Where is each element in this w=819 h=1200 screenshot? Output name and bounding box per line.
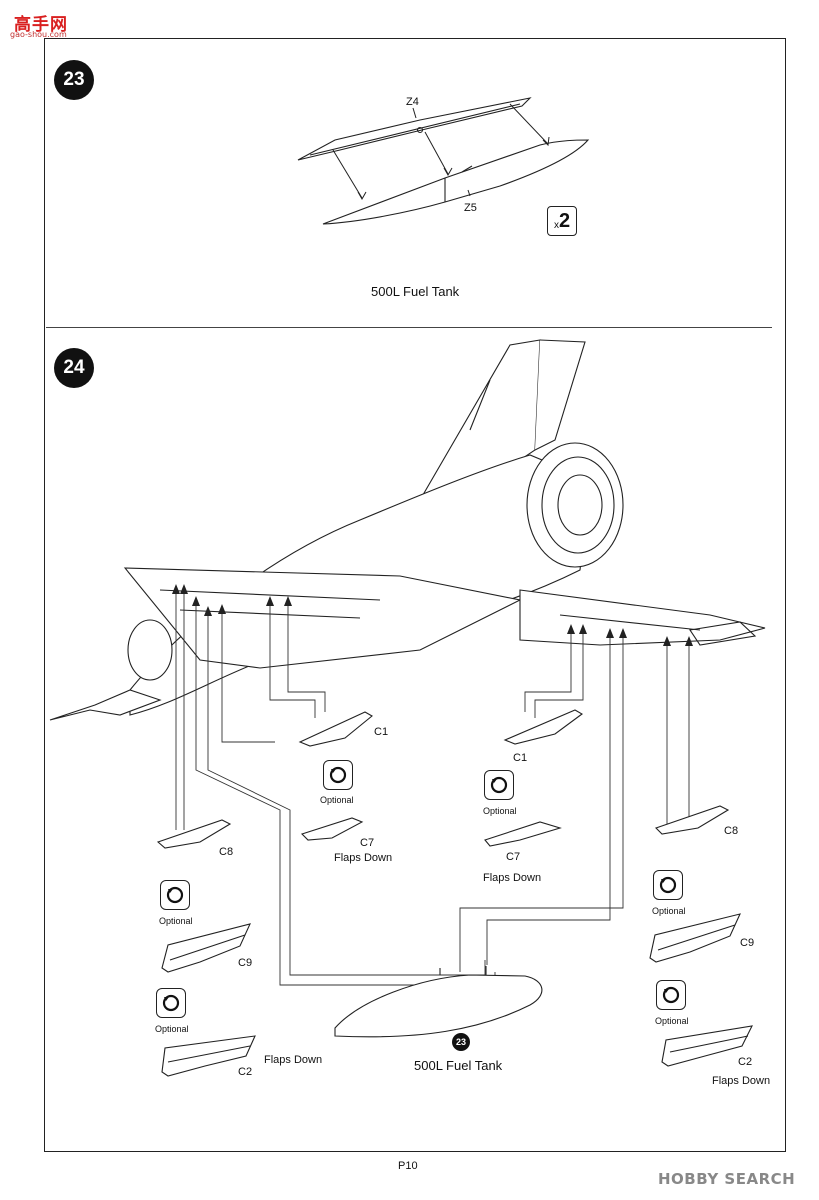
part-c9-left [161, 923, 251, 973]
part-c1-right [503, 709, 584, 745]
page-frame [44, 38, 786, 1152]
part-label-c1-left: C1 [374, 726, 389, 738]
part-label-c8-right: C8 [724, 825, 739, 837]
part-label-c1-right: C1 [513, 752, 528, 764]
site-logo-url: gao-shou.com [10, 30, 67, 39]
optional-label: Optional [320, 795, 354, 805]
part-label-c2-left: C2 [238, 1066, 253, 1078]
flaps-down-label: Flaps Down [334, 852, 393, 864]
part-c2-right [661, 1025, 753, 1067]
part-c7-right [484, 821, 562, 847]
quantity-prefix: x [553, 219, 559, 231]
part-c1-left [298, 711, 373, 747]
part-label-c7-left: C7 [360, 837, 375, 849]
optional-rotate-icon [656, 980, 686, 1010]
step-23-caption: 500L Fuel Tank [371, 284, 460, 299]
part-c8-right [654, 805, 730, 835]
part-c8-left [156, 819, 232, 849]
step-24-tank-caption: 500L Fuel Tank [414, 1058, 503, 1073]
hobby-search-watermark: HOBBY SEARCH [658, 1170, 796, 1188]
part-c9-right [649, 913, 741, 963]
part-label-z4: Z4 [406, 96, 419, 108]
fuel-tank-step24 [334, 966, 543, 1038]
part-label-z5: Z5 [464, 202, 477, 214]
optional-rotate-icon [484, 770, 514, 800]
step-23-reference-badge: 23 [452, 1033, 470, 1051]
flaps-down-label: Flaps Down [483, 872, 542, 884]
fuel-tank-z5 [322, 139, 590, 225]
site-logo-text: 高手网 [14, 15, 68, 35]
step-divider [46, 327, 772, 328]
flaps-down-label: Flaps Down [264, 1054, 323, 1066]
page-number: P10 [398, 1160, 418, 1172]
optional-label: Optional [652, 906, 686, 916]
site-logo: 高手网 gao-shou.com [4, 4, 114, 39]
part-c7-left [300, 817, 364, 841]
part-label-c2-right: C2 [738, 1056, 753, 1068]
flaps-down-label: Flaps Down [712, 1075, 771, 1087]
optional-rotate-icon [160, 880, 190, 910]
optional-label: Optional [483, 806, 517, 816]
part-label-c9-left: C9 [238, 957, 253, 969]
pylon-z4 [297, 97, 532, 161]
aircraft-drawing [49, 339, 766, 721]
part-label-c9-right: C9 [740, 937, 755, 949]
optional-label: Optional [155, 1024, 189, 1034]
optional-rotate-icon [653, 870, 683, 900]
quantity-value: 2 [558, 209, 571, 232]
guide-lines [175, 588, 690, 986]
optional-label: Optional [159, 916, 193, 926]
part-label-c8-left: C8 [219, 846, 234, 858]
step-23-badge: 23 [54, 60, 94, 100]
optional-label: Optional [655, 1016, 689, 1026]
part-label-c7-right: C7 [506, 851, 521, 863]
optional-rotate-icon [323, 760, 353, 790]
quantity-box: x 2 [547, 206, 577, 236]
step-24-badge: 24 [54, 348, 94, 388]
part-c2-left [161, 1035, 256, 1077]
optional-rotate-icon [156, 988, 186, 1018]
